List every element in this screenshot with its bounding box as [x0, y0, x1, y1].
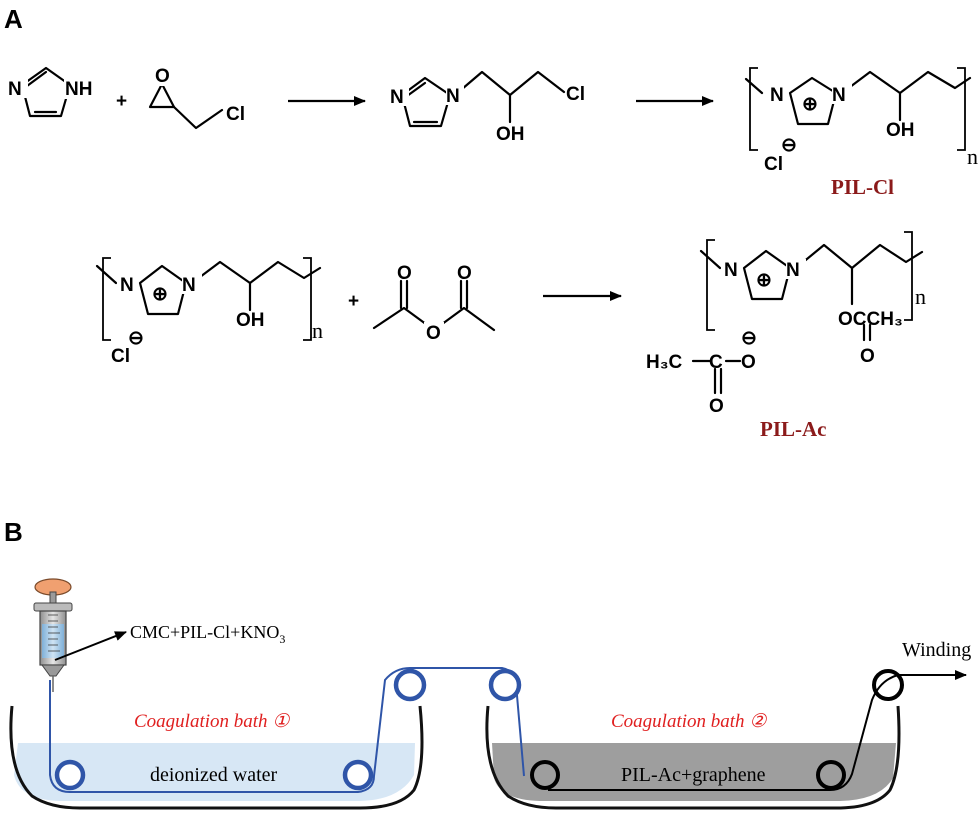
pil-ac-polymer: N N ⊕ n OCCH₃ O — [699, 231, 926, 367]
bath-1-content-label: deionized water — [150, 764, 277, 786]
reactant-chloride-ion: Cl — [111, 346, 130, 367]
reactant-n-atom-2: N — [182, 275, 196, 296]
intermediate-n-atom-1: N — [390, 87, 404, 108]
roller-bath-1-left — [54, 759, 86, 791]
oh-group-1: OH — [496, 124, 525, 145]
acetate-ester-group: OCCH₃ — [838, 309, 903, 330]
reactant-negative-charge: ⊖ — [128, 328, 144, 349]
pil-ac-repeat-n: n — [915, 284, 926, 309]
pil-cl-product-name: PIL-Cl — [831, 175, 894, 199]
bath-2-liquid — [492, 743, 896, 801]
pil-cl-n-atom-2: N — [832, 85, 846, 106]
reactant-positive-charge: ⊕ — [152, 284, 168, 305]
plus-sign-2: + — [348, 291, 359, 312]
winding-label: Winding — [902, 639, 971, 661]
syringe-icon — [33, 578, 73, 692]
acetate-o-atom: O — [741, 352, 756, 373]
acetate-c-atom: C — [709, 352, 723, 373]
epoxide-o-atom: O — [155, 66, 170, 87]
imidazole-nh-atom: NH — [65, 79, 92, 100]
oh-group-2: OH — [886, 120, 915, 141]
bath-2-content-label: PIL-Ac+graphene — [621, 764, 766, 786]
bath-2-vessel — [485, 705, 901, 810]
syringe-solution-text: CMC+PIL-Cl+KNO — [130, 622, 279, 642]
pil-cl-repeat-n: n — [967, 144, 978, 169]
pil-ac-n-atom-1: N — [724, 260, 738, 281]
roller-transfer-right — [488, 668, 522, 702]
oh-group-3: OH — [236, 310, 265, 331]
coagulation-bath-1 — [9, 705, 424, 810]
pil-cl-negative-charge: ⊖ — [781, 135, 797, 156]
acetate-ion: H₃C C O ⊖ O — [646, 328, 757, 417]
pil-cl-polymer: N N ⊕ OH n Cl ⊖ — [744, 67, 978, 175]
pil-cl-reactant: N N ⊕ OH n Cl ⊖ — [95, 257, 323, 367]
bath-1-title: Coagulation bath ① — [134, 711, 290, 732]
acetate-h3c: H₃C — [646, 352, 683, 373]
reactant-n-atom-1: N — [120, 275, 134, 296]
anhydride-o-atom-2: O — [457, 263, 472, 284]
syringe-pointer-arrow — [54, 631, 127, 661]
imidazole-molecule: N NH — [6, 66, 106, 118]
pil-ac-positive-charge: ⊕ — [756, 270, 772, 291]
cl-atom-2: Cl — [566, 84, 585, 105]
acetate-negative-charge: ⊖ — [741, 328, 757, 349]
ester-carbonyl-o: O — [860, 346, 875, 367]
roller-winding — [872, 669, 904, 701]
reactant-repeat-n: n — [312, 318, 323, 343]
pil-cl-chloride-ion: Cl — [764, 154, 783, 175]
anhydride-o-atom-1: O — [397, 263, 412, 284]
panel-b-label: B — [4, 517, 23, 547]
coagulation-bath-2 — [485, 705, 901, 810]
acetic-anhydride-molecule: O O O — [372, 263, 496, 344]
bath-1-vessel — [9, 705, 424, 810]
pil-ac-product-name: PIL-Ac — [760, 417, 827, 441]
epichlorohydrin-molecule: O Cl — [148, 66, 245, 130]
plus-sign-1: + — [116, 91, 127, 112]
pil-cl-n-atom-1: N — [770, 85, 784, 106]
pil-ac-n-atom-2: N — [786, 260, 800, 281]
bath-2-title: Coagulation bath ② — [611, 711, 767, 732]
pil-cl-positive-charge: ⊕ — [802, 94, 818, 115]
intermediate-n-atom-2: N — [446, 86, 460, 107]
syringe-solution-subscript: 3 — [279, 632, 285, 646]
intermediate-molecule: N N Cl OH — [389, 70, 585, 145]
roller-bath-1-right — [342, 759, 374, 791]
roller-transfer-left — [393, 668, 427, 702]
imidazole-n-atom: N — [8, 79, 22, 100]
acetate-carbonyl-o: O — [709, 396, 724, 417]
cl-atom-1: Cl — [226, 104, 245, 125]
roller-bath-2-left — [530, 760, 560, 790]
anhydride-o-bridge: O — [426, 323, 441, 344]
bath-1-liquid — [14, 743, 415, 801]
panel-a-label: A — [4, 4, 23, 34]
syringe-solution-label: CMC+PIL-Cl+KNO3 — [130, 622, 285, 646]
roller-bath-2-right — [816, 760, 846, 790]
